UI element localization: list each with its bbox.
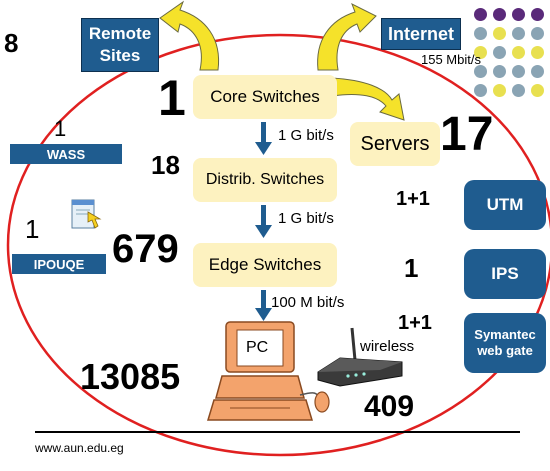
arrow-distrib-to-edge — [255, 205, 272, 238]
internet-speed: 155 Mbit/s — [421, 52, 481, 67]
wireless-router-icon — [317, 327, 403, 387]
document-pointer-icon — [71, 199, 102, 229]
core-switches-box: Core Switches — [193, 75, 337, 119]
remote-sites-box: Remote Sites — [81, 18, 159, 72]
pc-label: PC — [246, 339, 269, 356]
ips-count: 1 — [404, 253, 419, 283]
ipouqe-label: IPOUQE — [12, 254, 106, 274]
core-count: 1 — [158, 70, 186, 126]
mouse-icon — [299, 391, 330, 413]
wass-label: WASS — [10, 144, 122, 164]
arrow-edge-to-pc — [255, 290, 272, 321]
link-distrib-edge: 1 G bit/s — [278, 210, 334, 227]
edge-count: 679 — [112, 227, 179, 271]
symantec-box: Symantec web gate — [464, 313, 546, 373]
arrow-core-to-distrib — [255, 122, 272, 155]
distrib-count: 18 — [151, 150, 180, 180]
utm-box: UTM — [464, 180, 546, 230]
footer-url: www.aun.edu.eg — [35, 441, 124, 455]
symantec-count: 1+1 — [398, 312, 432, 334]
servers-box: Servers — [350, 122, 440, 166]
link-edge-pc: 100 M bit/s — [271, 294, 345, 311]
ipouqe-count: 1 — [25, 214, 40, 244]
network-boundary-ellipse — [6, 33, 550, 457]
wireless-count: 409 — [364, 390, 415, 423]
edge-switches-box: Edge Switches — [193, 243, 337, 287]
ips-box: IPS — [464, 249, 546, 299]
pc-computer-icon — [206, 321, 314, 421]
wass-count: 1 — [54, 116, 67, 141]
pc-count: 13085 — [80, 356, 181, 397]
remote-sites-count: 8 — [4, 28, 19, 58]
curve-arrow-servers — [331, 77, 405, 121]
curve-arrow-remote-sites — [159, 0, 220, 71]
utm-count: 1+1 — [396, 188, 430, 210]
curve-arrow-internet — [317, 2, 377, 71]
distrib-switches-box: Distrib. Switches — [193, 158, 337, 202]
internet-box: Internet — [381, 18, 461, 50]
wireless-label: wireless — [360, 338, 415, 355]
link-core-distrib: 1 G bit/s — [278, 127, 334, 144]
servers-count: 17 — [440, 108, 494, 161]
